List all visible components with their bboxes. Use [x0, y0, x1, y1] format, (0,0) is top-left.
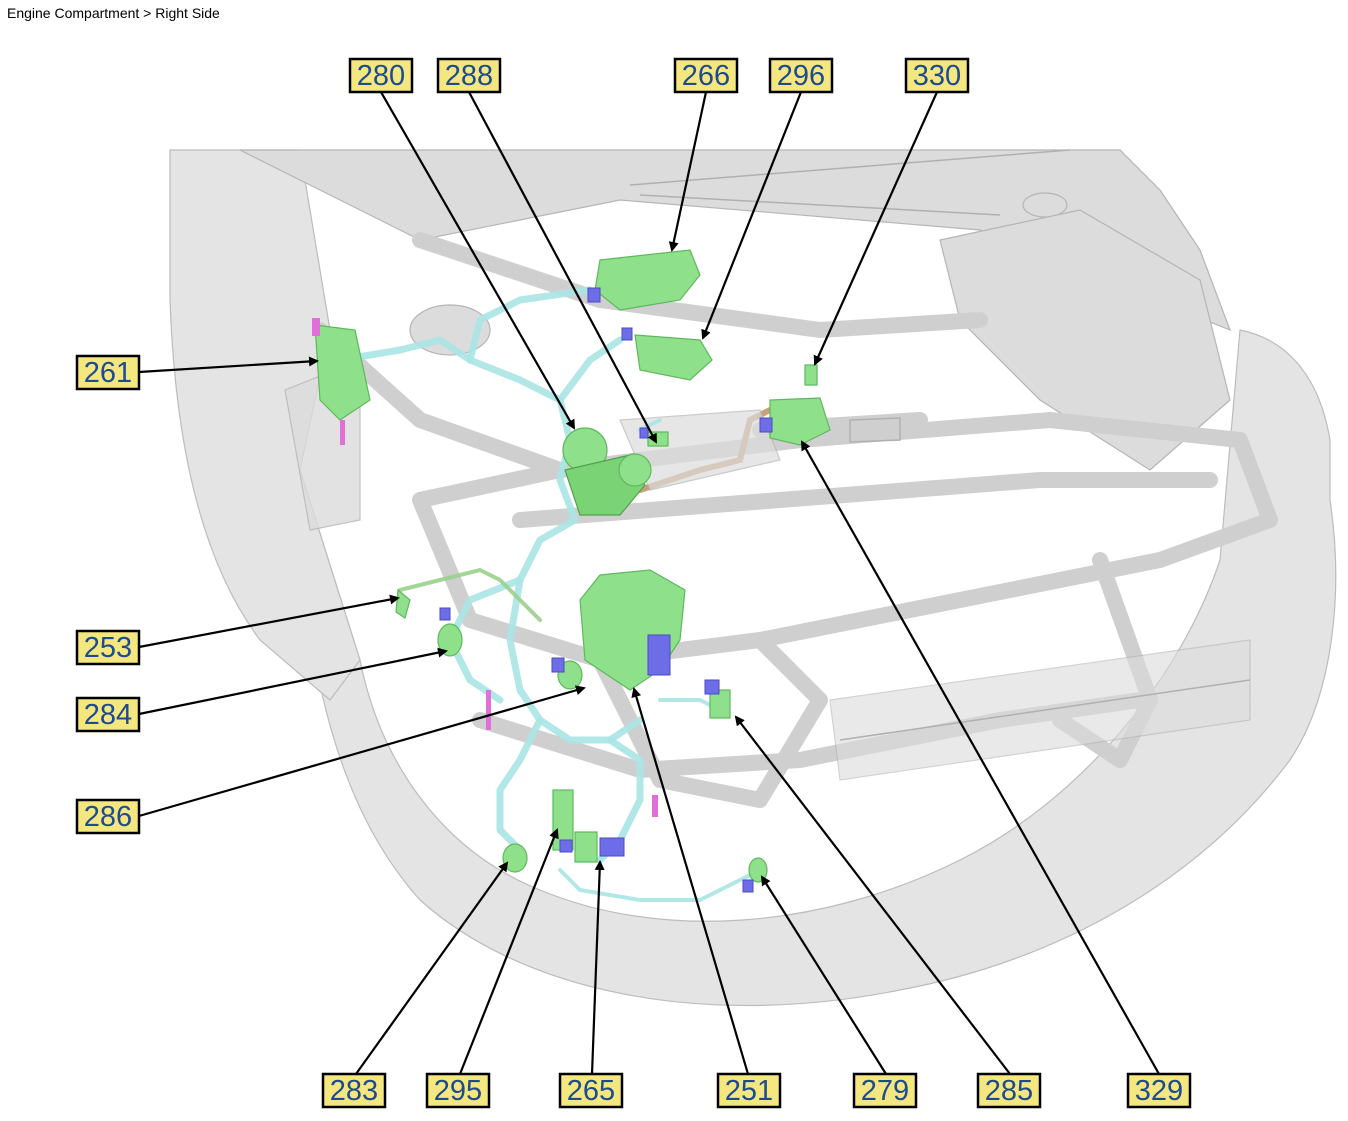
component-296 — [621, 327, 713, 381]
component-295-connector — [552, 789, 574, 853]
component-329-valve — [759, 397, 831, 446]
callout-280[interactable]: 280 — [348, 57, 414, 94]
vehicle-body-illustration — [169, 149, 1337, 1007]
breadcrumb: Engine Compartment > Right Side — [7, 5, 220, 21]
callout-251[interactable]: 251 — [716, 1072, 782, 1109]
callout-285[interactable]: 285 — [976, 1072, 1042, 1109]
component-265-connector — [574, 831, 625, 863]
callout-label: 253 — [84, 632, 132, 664]
component-330-sensor — [804, 364, 818, 386]
callout-label: 261 — [84, 357, 132, 389]
callout-279[interactable]: 279 — [852, 1072, 918, 1109]
callout-label: 286 — [84, 801, 132, 833]
leader-296 — [701, 91, 803, 340]
callout-261[interactable]: 261 — [75, 354, 141, 391]
leader-284 — [138, 647, 448, 716]
leader-279 — [760, 875, 887, 1075]
component-251-abs-module — [579, 569, 686, 691]
callouts: 280 288 266 296 330 261 253 284 — [75, 57, 1192, 1109]
callout-label: 295 — [434, 1075, 482, 1107]
component-284-connector — [437, 607, 463, 657]
cowl-panel — [239, 149, 1232, 332]
leader-285 — [734, 715, 1011, 1075]
callout-label: 330 — [913, 60, 961, 92]
callout-284[interactable]: 284 — [75, 696, 141, 733]
component-285-connector — [704, 679, 731, 719]
component-266-wiper-motor — [587, 249, 701, 311]
callout-label: 283 — [330, 1075, 378, 1107]
callout-329[interactable]: 329 — [1126, 1072, 1192, 1109]
leader-261 — [138, 356, 319, 374]
leader-266 — [668, 91, 708, 252]
callout-label: 266 — [682, 60, 730, 92]
callout-label: 296 — [777, 60, 825, 92]
callout-296[interactable]: 296 — [768, 57, 834, 94]
leader-251 — [631, 687, 750, 1075]
callout-295[interactable]: 295 — [425, 1072, 491, 1109]
callout-label: 279 — [861, 1075, 909, 1107]
callout-286[interactable]: 286 — [75, 798, 141, 835]
callout-265[interactable]: 265 — [558, 1072, 624, 1109]
callout-253[interactable]: 253 — [75, 629, 141, 666]
component-283-connector — [502, 843, 528, 873]
callout-label: 265 — [567, 1075, 615, 1107]
leader-288 — [468, 91, 657, 444]
callout-label: 284 — [84, 699, 132, 731]
callout-label: 329 — [1135, 1075, 1183, 1107]
leader-295 — [458, 828, 559, 1075]
component-286-connector — [551, 657, 583, 690]
leader-283 — [355, 861, 509, 1075]
leader-329 — [801, 440, 1160, 1075]
callout-330[interactable]: 330 — [904, 57, 970, 94]
leader-330 — [813, 91, 939, 366]
components — [312, 249, 831, 893]
component-280-pump — [562, 427, 652, 516]
component-253-sensor — [395, 588, 411, 619]
callout-label: 251 — [725, 1075, 773, 1107]
callout-label: 288 — [445, 60, 493, 92]
leader-280 — [380, 91, 575, 430]
leader-lines — [138, 91, 1160, 1075]
callout-label: 280 — [357, 60, 405, 92]
callout-283[interactable]: 283 — [321, 1072, 387, 1109]
left-fender — [169, 149, 361, 701]
callout-label: 285 — [985, 1075, 1033, 1107]
callout-266[interactable]: 266 — [673, 57, 739, 94]
callout-288[interactable]: 288 — [436, 57, 502, 94]
leader-253 — [138, 594, 400, 649]
leader-286 — [138, 685, 586, 818]
component-261-module — [312, 318, 371, 421]
front-bumper — [299, 329, 1337, 1007]
leader-265 — [590, 860, 605, 1075]
